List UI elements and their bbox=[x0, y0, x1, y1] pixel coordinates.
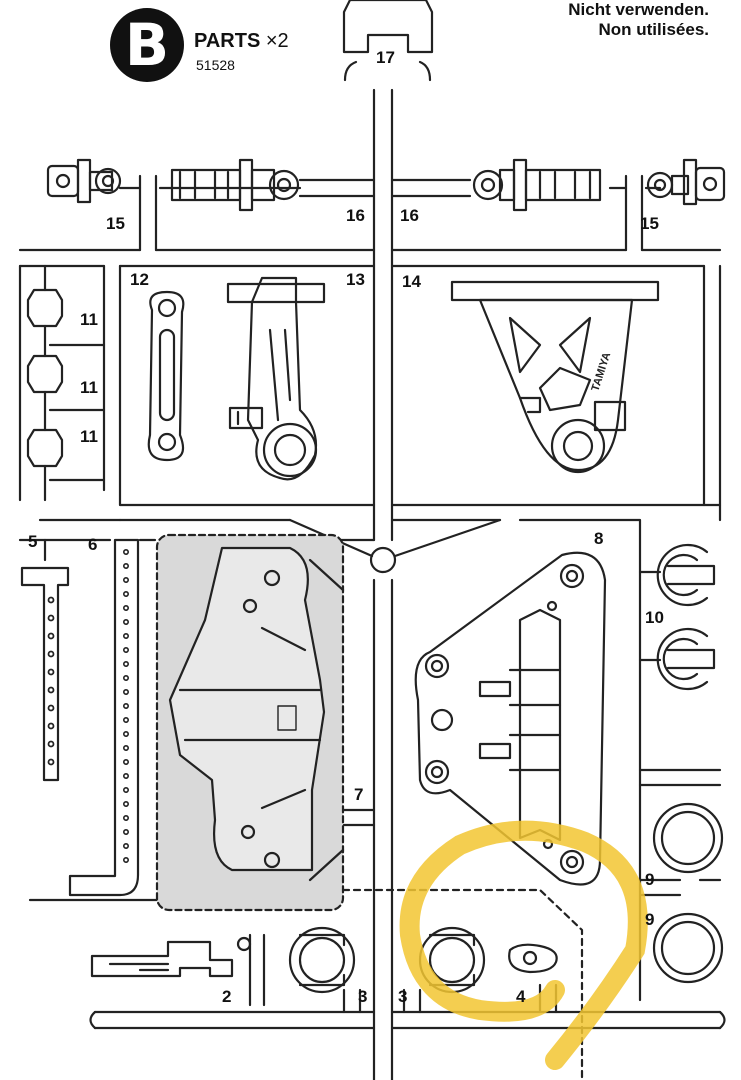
part-2 bbox=[90, 936, 252, 978]
part-15-right bbox=[646, 158, 726, 206]
arm-14-logo: TAMIYA bbox=[589, 351, 613, 393]
part-11-group bbox=[26, 264, 64, 502]
part-number-14: 14 bbox=[402, 272, 421, 291]
part-7 bbox=[155, 533, 345, 912]
part-5 bbox=[20, 566, 70, 782]
note-line-1: Nicht verwenden. bbox=[568, 0, 709, 19]
part-number-11-c: 11 bbox=[80, 427, 98, 446]
parts-title: PARTS ×2 bbox=[194, 30, 289, 53]
part-16-left bbox=[170, 158, 300, 212]
part-number-2: 2 bbox=[222, 987, 232, 1006]
part-number-6: 6 bbox=[88, 535, 98, 554]
parts-multiplier: ×2 bbox=[265, 30, 289, 52]
part-number-15-left: 15 bbox=[106, 214, 125, 233]
part-17 bbox=[342, 0, 434, 82]
part-number-17: 17 bbox=[376, 48, 395, 67]
part-15-left bbox=[46, 158, 122, 204]
part-number-11-a: 11 bbox=[80, 310, 98, 329]
part-10-group bbox=[656, 543, 716, 691]
part-13 bbox=[226, 276, 326, 481]
part-3-right bbox=[418, 926, 486, 994]
parts-label: PARTS bbox=[194, 30, 261, 52]
part-4 bbox=[508, 943, 558, 974]
part-number-16-left: 16 bbox=[346, 206, 365, 225]
part-number-4: 4 bbox=[516, 987, 526, 1006]
note-line-2: Non utilisées. bbox=[598, 20, 709, 39]
sprue-runners bbox=[18, 88, 726, 1080]
part-number-9-a: 9 bbox=[645, 870, 655, 889]
sheet-badge: B bbox=[110, 8, 184, 82]
part-number-16-right: 16 bbox=[400, 206, 419, 225]
part-number-3-right: 3 bbox=[398, 987, 408, 1006]
part-14 bbox=[450, 280, 660, 474]
part-16-right bbox=[472, 158, 602, 212]
part-number-9-b: 9 bbox=[645, 910, 655, 929]
part-number-10: 10 bbox=[645, 608, 664, 627]
part-number-7: 7 bbox=[354, 785, 364, 804]
part-number-13: 13 bbox=[346, 270, 365, 289]
part-number-3-left: 3 bbox=[358, 987, 368, 1006]
part-6 bbox=[68, 538, 140, 897]
part-number-5: 5 bbox=[28, 532, 38, 551]
part-code: 51528 bbox=[196, 57, 235, 73]
part-number-11-b: 11 bbox=[80, 378, 98, 397]
highlight-mark bbox=[399, 820, 648, 1070]
part-number-15-right: 15 bbox=[640, 214, 659, 233]
part-8 bbox=[414, 551, 607, 886]
part-3-left bbox=[288, 926, 356, 994]
part-number-12: 12 bbox=[130, 270, 149, 289]
part-9-group bbox=[652, 802, 724, 984]
part-12 bbox=[147, 290, 185, 462]
part-number-8: 8 bbox=[594, 529, 604, 548]
